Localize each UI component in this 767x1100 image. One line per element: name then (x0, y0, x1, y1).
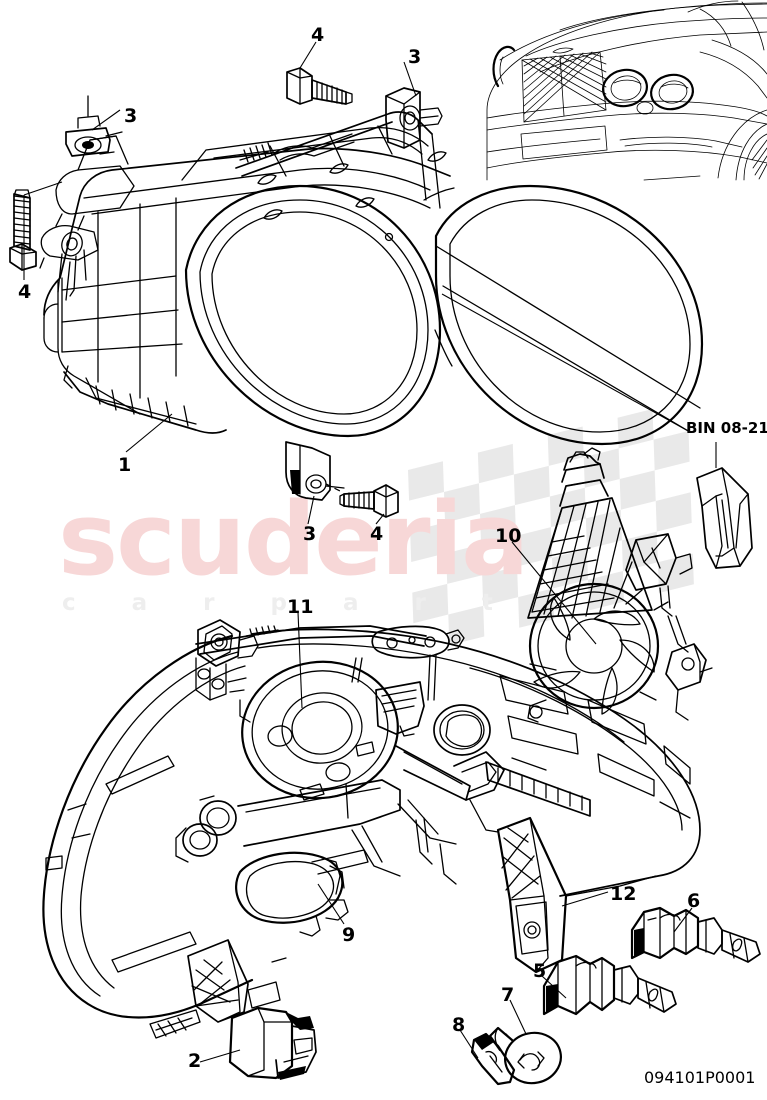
part-number: 094101P0001 (644, 1068, 756, 1087)
callout-4b[interactable]: 4 (311, 24, 325, 46)
bulb-capless (470, 1032, 516, 1086)
callout-7[interactable]: 7 (501, 984, 515, 1006)
callout-3c[interactable]: 3 (303, 523, 317, 545)
callout-4c[interactable]: 4 (370, 523, 384, 545)
callout-10[interactable]: 10 (495, 525, 522, 547)
bulb-indicator (488, 1026, 562, 1085)
side-light-lens (235, 851, 349, 937)
cooling-fan-module (527, 582, 669, 723)
bulb-dipped-beam (542, 954, 677, 1016)
callout-1[interactable]: 1 (118, 454, 132, 476)
upper-headlamp-assembly (39, 87, 704, 501)
vehicle-illustration (486, 0, 767, 181)
bolt-top (286, 67, 353, 105)
bin-label: BIN 08-21 (686, 419, 767, 437)
callout-3a[interactable]: 3 (124, 105, 138, 127)
lower-mounting-bracket (496, 816, 568, 974)
lower-headlamp-assembly (42, 447, 713, 1039)
callout-3b[interactable]: 3 (408, 46, 422, 68)
callout-5[interactable]: 5 (533, 960, 547, 982)
callout-9[interactable]: 9 (342, 924, 356, 946)
bolt-lower (325, 483, 399, 518)
callout-8[interactable]: 8 (452, 1014, 466, 1036)
bulb-holder-cap (228, 1006, 317, 1080)
bolt-left (9, 189, 37, 271)
callout-11[interactable]: 11 (287, 596, 314, 618)
callout-6[interactable]: 6 (687, 890, 701, 912)
bulb-main-beam (630, 906, 761, 963)
callout-12[interactable]: 12 (610, 883, 637, 905)
mesh-grille-panel (527, 497, 653, 619)
callout-2[interactable]: 2 (188, 1050, 202, 1072)
bin-wedge-part (696, 467, 753, 569)
callout-4a[interactable]: 4 (18, 281, 32, 303)
callout-leader-lines (23, 41, 717, 1063)
